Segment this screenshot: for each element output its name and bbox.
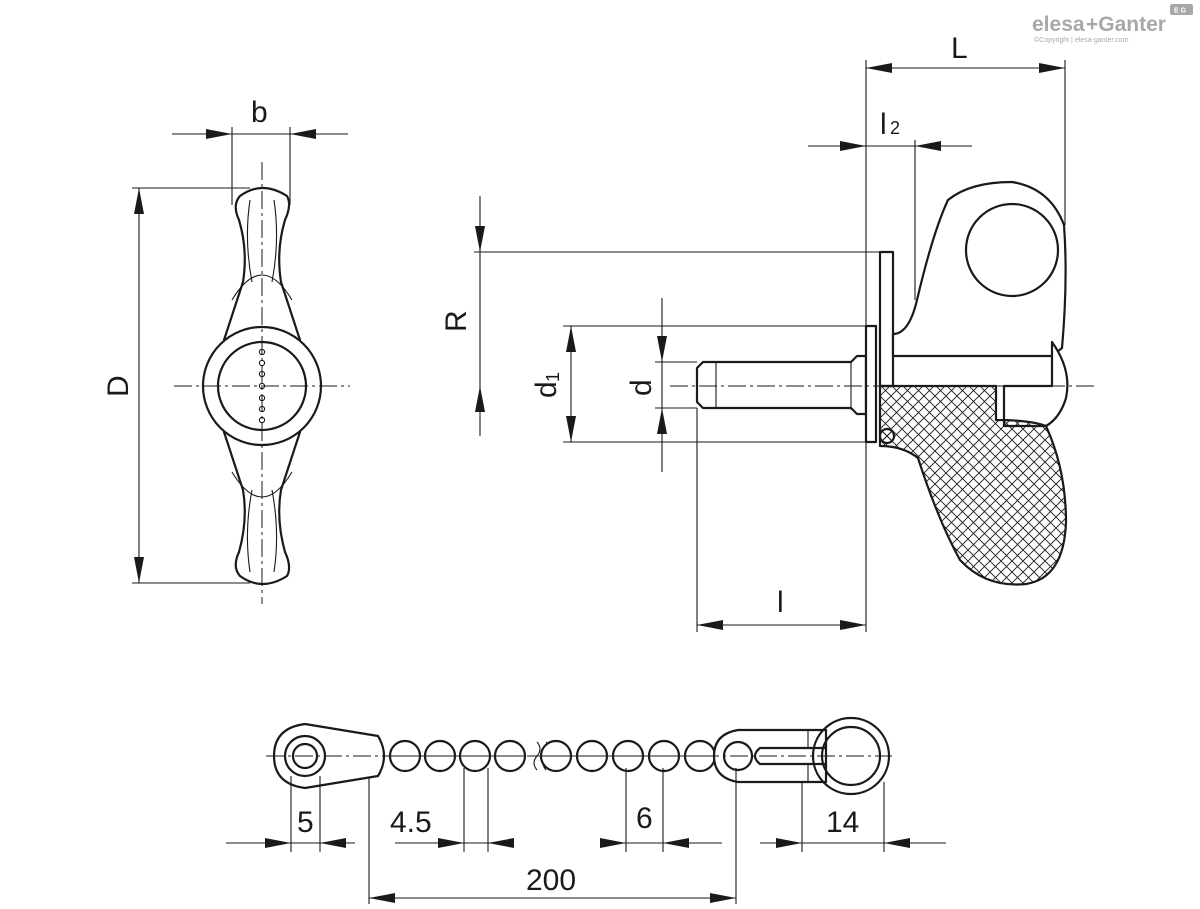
pin-side-view: [670, 180, 1095, 586]
brand-logo: elesa +Ganter E G ©Copyright | elesa-gan…: [1032, 4, 1193, 44]
label-d1: d: [530, 381, 563, 398]
label-D: D: [102, 375, 135, 397]
logo-brand-right: +Ganter: [1086, 13, 1166, 36]
label-dim-14: 14: [826, 806, 859, 839]
chain-dimension-labels: 5 4.5 6 14 200: [297, 802, 859, 897]
wing-head-front-view: [174, 162, 350, 604]
label-b: b: [251, 96, 268, 129]
label-dim-200: 200: [526, 864, 576, 897]
label-L: L: [951, 32, 968, 65]
label-d1-subscript: 1: [543, 372, 563, 382]
label-l2: l: [880, 108, 887, 141]
logo-brand-left: elesa: [1032, 13, 1085, 36]
chain-view: [266, 716, 892, 796]
logo-badge-icon: [1170, 4, 1193, 15]
label-dim-5: 5: [297, 806, 314, 839]
label-dim-4-5: 4.5: [390, 806, 432, 839]
label-l2-subscript: 2: [890, 118, 900, 138]
dimension-L: L: [865, 32, 1066, 326]
dimension-D: D: [102, 187, 250, 584]
label-dim-6: 6: [636, 802, 653, 835]
dimension-d: d: [625, 298, 697, 472]
logo-copyright: ©Copyright | elesa-ganter.com: [1034, 36, 1129, 44]
dimension-b: b: [172, 96, 348, 205]
dimension-d1: d 1: [530, 325, 866, 443]
label-R: R: [440, 310, 473, 332]
dimension-l: l: [696, 408, 867, 632]
chain-dimension-lines: [226, 768, 946, 904]
label-l: l: [777, 586, 784, 619]
logo-badge: E G: [1174, 8, 1187, 15]
dimension-R: R: [440, 196, 880, 436]
dimension-l2: l 2: [808, 108, 972, 300]
label-d: d: [625, 379, 658, 396]
